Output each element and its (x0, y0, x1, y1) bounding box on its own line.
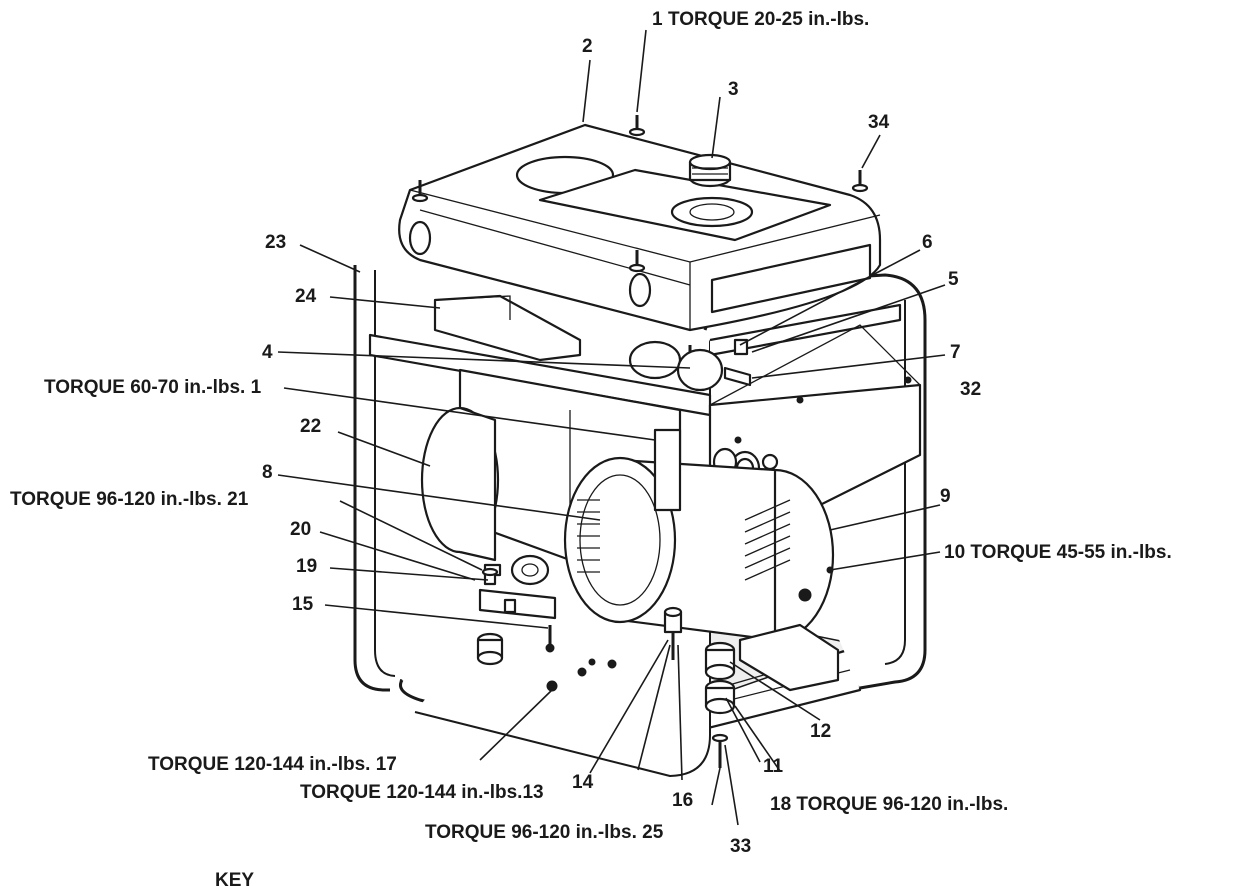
bolt-15 (545, 625, 555, 653)
callout-7: 7 (950, 342, 961, 363)
cover-bolt-mid (628, 250, 646, 273)
callout-18-torque: 18 TORQUE 96-120 in.-lbs. (770, 794, 1008, 815)
callout-33: 33 (730, 836, 751, 857)
callout-5: 5 (948, 269, 959, 290)
callout-2: 2 (582, 36, 593, 57)
callout-9: 9 (940, 486, 951, 507)
bolt-19-21 (481, 567, 499, 586)
leader-lines (277, 29, 946, 826)
callout-22: 22 (300, 416, 321, 437)
callout-16: 16 (672, 790, 693, 811)
callout-14: 14 (572, 772, 594, 793)
key-heading: KEY (215, 870, 254, 886)
torque-label-top: TORQUE 20-25 in.-lbs. (668, 9, 869, 30)
torque-label-96-120-21: TORQUE 96-120 in.-lbs. 21 (10, 489, 249, 510)
callout-6: 6 (922, 232, 933, 253)
torque-label-60-70: TORQUE 60-70 in.-lbs. 1 (44, 377, 262, 398)
torque-label-120-144-13: TORQUE 120-144 in.-lbs.13 (300, 782, 544, 803)
callout-34: 34 (868, 112, 890, 133)
base-nuts (546, 658, 617, 692)
callout-labels: 1 TORQUE 20-25 in.-lbs. 2 3 34 23 6 5 24… (10, 9, 1172, 886)
generator-drawing (353, 115, 927, 777)
mount-right-upper (704, 641, 736, 681)
callout-12: 12 (810, 721, 831, 742)
callout-8: 8 (262, 462, 273, 483)
top-bolt-1 (628, 115, 646, 137)
mount-left (476, 632, 504, 666)
callout-15: 15 (292, 594, 314, 615)
callout-10-torque: 10 TORQUE 45-55 in.-lbs. (944, 542, 1172, 563)
callout-32: 32 (960, 379, 981, 400)
cover-bolt-left (411, 180, 429, 203)
callout-23: 23 (265, 232, 286, 253)
callout-11: 11 (763, 756, 784, 777)
callout-1-top: 1 (652, 9, 663, 30)
torque-label-120-144-17: TORQUE 120-144 in.-lbs. 17 (148, 754, 397, 775)
top-bolt-34 (851, 170, 869, 193)
bolt-13-14 (663, 606, 683, 660)
callout-24: 24 (295, 286, 317, 307)
bolt-25-33 (711, 733, 729, 768)
callout-19: 19 (296, 556, 317, 577)
callout-3: 3 (728, 79, 739, 100)
mount-right-lower (704, 679, 736, 715)
torque-label-96-120-25: TORQUE 96-120 in.-lbs. 25 (425, 822, 664, 843)
callout-20: 20 (290, 519, 311, 540)
callout-4: 4 (262, 342, 273, 363)
